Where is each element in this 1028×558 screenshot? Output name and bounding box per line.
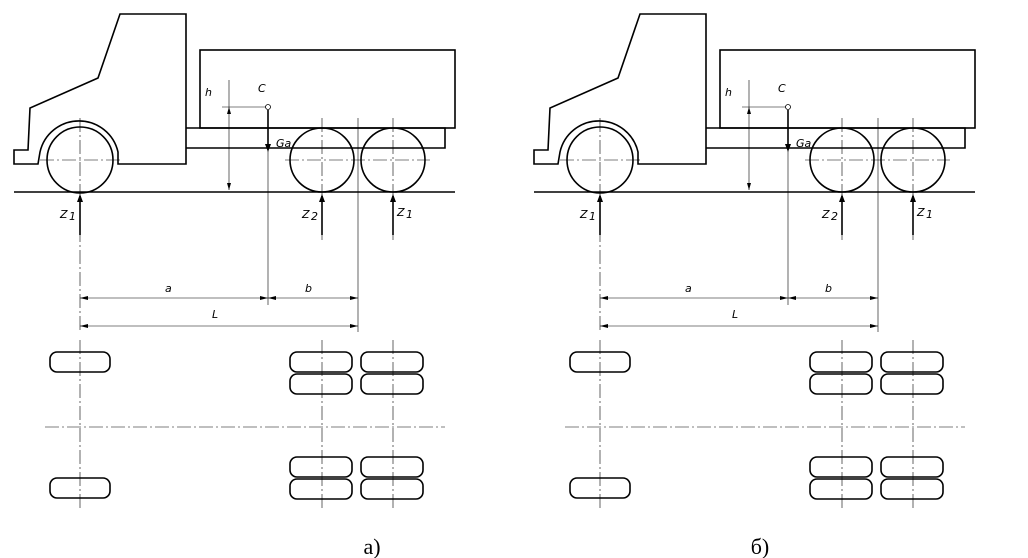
z2-sub: 2: [831, 210, 838, 223]
z1-label: Z: [59, 208, 68, 221]
z3-sub: 1: [406, 208, 413, 221]
z1-sub: 1: [589, 210, 596, 223]
ga-label: Ga: [276, 137, 292, 150]
a-label: a: [685, 282, 692, 295]
c-label: C: [258, 82, 266, 95]
z1-sub: 1: [69, 210, 76, 223]
z2-label: Z: [821, 208, 830, 221]
h-label: h: [725, 86, 732, 99]
b-label: b: [305, 282, 312, 295]
h-label: h: [205, 86, 212, 99]
z2-sub: 2: [311, 210, 318, 223]
ga-label: Ga: [796, 137, 812, 150]
l-label: L: [212, 308, 218, 321]
z3-sub: 1: [926, 208, 933, 221]
l-label: L: [732, 308, 738, 321]
truck-diagram-a: h C Ga Z 1 Z 2 Z 1 a b L а): [13, 13, 456, 558]
caption-b: б): [751, 534, 770, 558]
z2-label: Z: [301, 208, 310, 221]
z1-label: Z: [579, 208, 588, 221]
z3-label: Z: [396, 206, 405, 219]
a-label: a: [165, 282, 172, 295]
z3-label: Z: [916, 206, 925, 219]
truck-diagram-b: h C Ga Z 1 Z 2 Z 1 a b L б): [533, 13, 976, 558]
c-label: C: [778, 82, 786, 95]
b-label: b: [825, 282, 832, 295]
caption-a: а): [363, 534, 380, 558]
